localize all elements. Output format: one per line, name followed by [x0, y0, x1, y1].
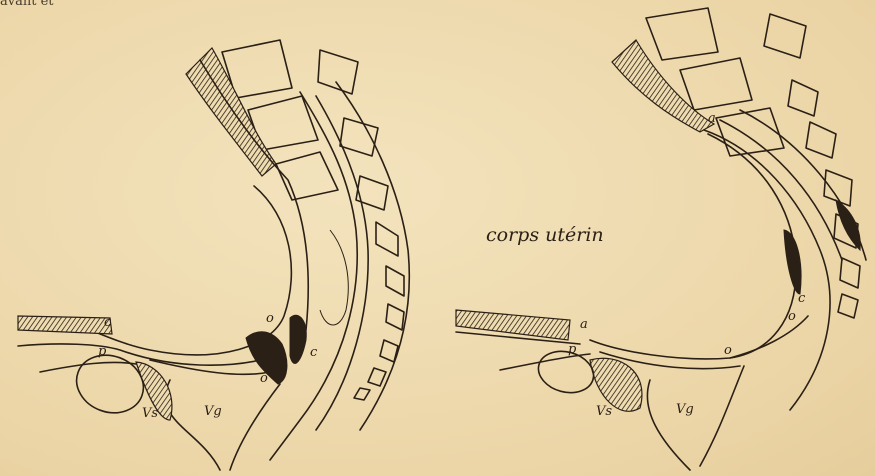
right-vertebrae — [646, 8, 860, 318]
right-label-o2: o — [724, 344, 732, 357]
caption-corps-uterin: corps utérin — [486, 224, 604, 246]
left-label-o-upper: o — [266, 312, 274, 325]
right-label-vg: Vg — [676, 403, 694, 416]
right-label-p: p — [568, 343, 576, 356]
left-label-o-lower: o — [260, 372, 268, 385]
left-label-p: p — [98, 345, 106, 358]
right-label-c: c — [798, 292, 805, 305]
left-label-c: c — [104, 316, 111, 329]
right-label-o: o — [788, 310, 796, 323]
right-label-a: a — [580, 318, 588, 331]
left-label-vs: Vs — [142, 407, 158, 420]
right-label-a-upper: a — [708, 112, 716, 125]
left-label-c-lower: c — [310, 346, 317, 359]
left-label-vg: Vg — [204, 405, 222, 418]
right-label-vs: Vs — [596, 405, 612, 418]
